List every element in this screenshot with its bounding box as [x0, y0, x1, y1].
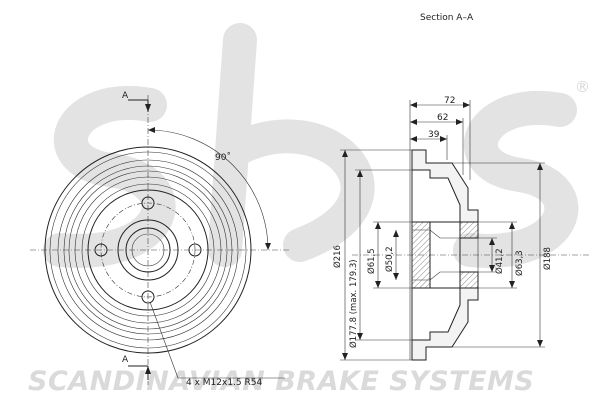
dim-hub-outer: Ø63,3 [514, 250, 525, 276]
dim-overall-width: 72 [444, 96, 455, 106]
front-view: 90˚ A A 4 x [30, 91, 290, 388]
bolt-hole [94, 196, 202, 304]
section-marker-bottom: A [122, 355, 129, 365]
section-view: Section A–A 72 62 39 [332, 13, 590, 361]
bolt-callout: 4 x M12x1.5 R54 [186, 378, 262, 388]
company-name-watermark: SCANDINAVIAN BRAKE SYSTEMS [28, 366, 534, 397]
dim-outer-diameter: Ø216 [332, 245, 343, 268]
dim-bore-left: Ø50,2 [384, 246, 395, 272]
dim-braking-diameter: Ø177.8 (max. 179.3) [348, 259, 359, 348]
section-title: Section A–A [420, 13, 474, 23]
dim-bolt-recess-diameter: Ø61,5 [366, 248, 377, 274]
dim-flange-offset: 39 [428, 130, 440, 140]
sbs-logo-watermark: ® [43, 23, 590, 268]
angle-label: 90˚ [215, 152, 231, 163]
dim-bore-right: Ø41,2 [494, 248, 505, 274]
dim-drum-outer: Ø188 [542, 247, 553, 270]
registered-mark: ® [575, 78, 590, 96]
section-marker-top: A [122, 91, 129, 101]
dim-hub-width: 62 [437, 113, 448, 123]
